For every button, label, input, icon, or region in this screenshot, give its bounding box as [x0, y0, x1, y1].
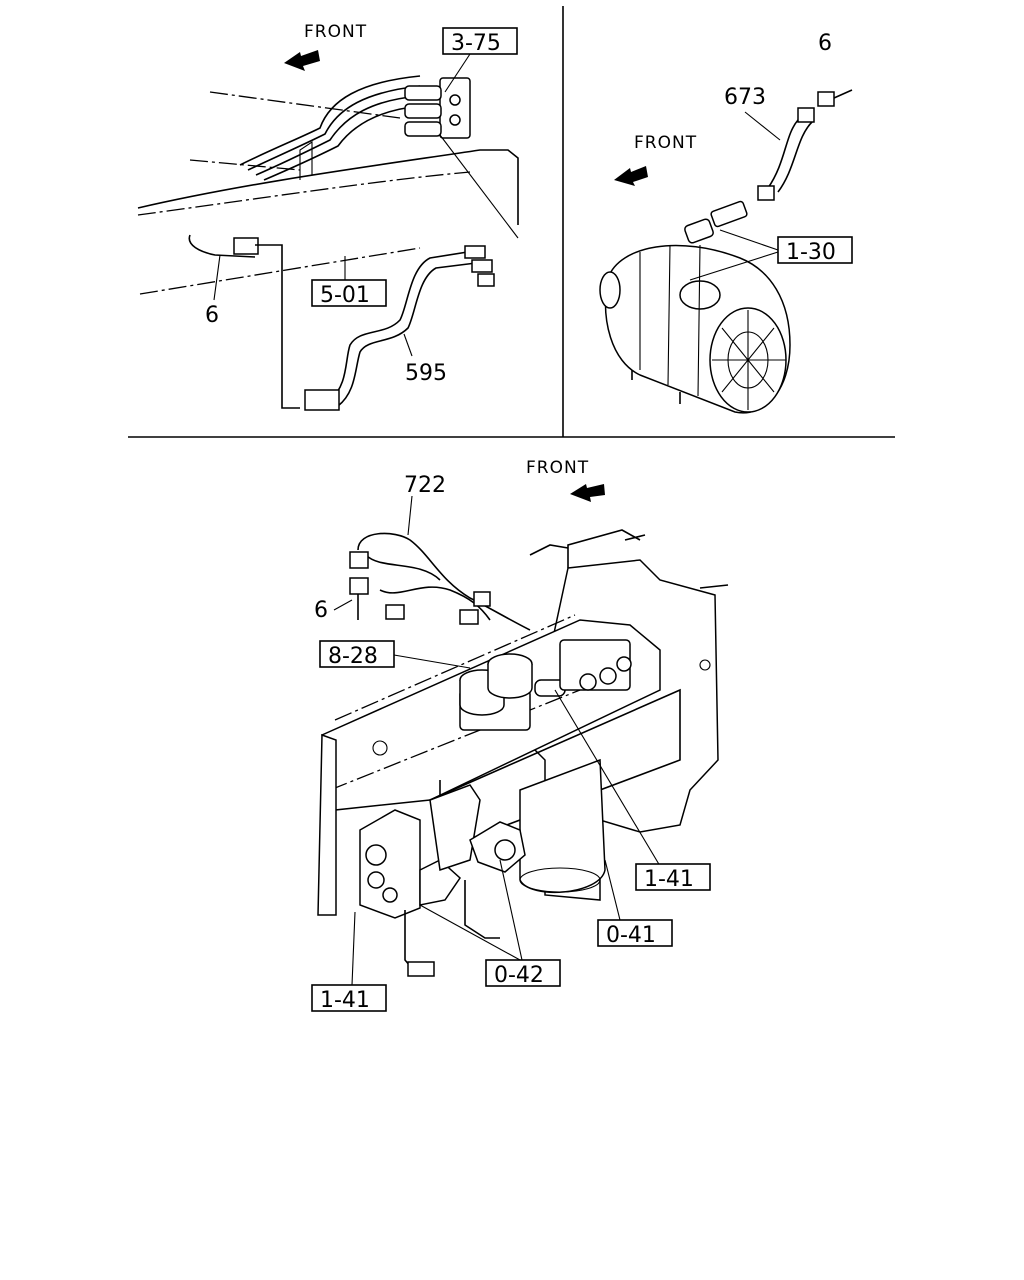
front-arrow-icon — [284, 50, 320, 71]
front-arrow-icon — [570, 484, 605, 502]
pipe-bundle — [239, 75, 421, 181]
callout-box-1-30 — [777, 236, 853, 264]
callout-0-41: 0-41 — [606, 923, 656, 948]
frame-rail — [137, 91, 519, 295]
callout-6: 6 — [818, 31, 832, 56]
valve-block — [404, 77, 471, 139]
callout-8-28: 8-28 — [328, 644, 378, 669]
sensor-bracket — [188, 234, 300, 409]
front-label: FRONT — [634, 133, 697, 153]
callout-1-30: 1-30 — [786, 240, 836, 265]
callout-0-42: 0-42 — [494, 963, 544, 988]
callout-595: 595 — [405, 361, 447, 386]
callout-3-75: 3-75 — [451, 31, 501, 56]
callout-box-1-41-left — [311, 984, 387, 1012]
front-arrow-icon — [614, 166, 648, 186]
callout-box-3-75 — [442, 27, 518, 55]
tank — [519, 758, 606, 893]
panel-top-left: FRONT 3-75 — [137, 22, 519, 411]
air-cleaner — [599, 244, 791, 414]
callout-722: 722 — [404, 473, 446, 498]
callout-6: 6 — [314, 598, 328, 623]
harness-673 — [757, 89, 853, 201]
pressure-sensor — [684, 200, 748, 244]
callout-box-1-41-right — [635, 863, 711, 891]
callout-box-8-28 — [319, 640, 395, 668]
harness-595 — [304, 245, 495, 411]
callout-box-5-01 — [311, 279, 387, 307]
callout-box-0-41 — [597, 919, 673, 947]
callout-6: 6 — [205, 303, 219, 328]
valve-8-28 — [459, 639, 632, 731]
callout-box-0-42 — [485, 959, 561, 987]
harness-722 — [349, 532, 531, 631]
callout-1-41-left: 1-41 — [320, 988, 370, 1013]
callout-5-01: 5-01 — [320, 283, 370, 308]
front-label: FRONT — [526, 458, 589, 478]
front-label: FRONT — [304, 22, 367, 42]
callout-673: 673 — [724, 85, 766, 110]
panel-top-right: 6 673 FRONT — [599, 31, 853, 414]
panel-bottom: FRONT 722 6 — [311, 458, 729, 1013]
valve-block-left — [359, 809, 461, 977]
valve-cluster-right — [429, 784, 526, 939]
callout-1-41-right: 1-41 — [644, 867, 694, 892]
